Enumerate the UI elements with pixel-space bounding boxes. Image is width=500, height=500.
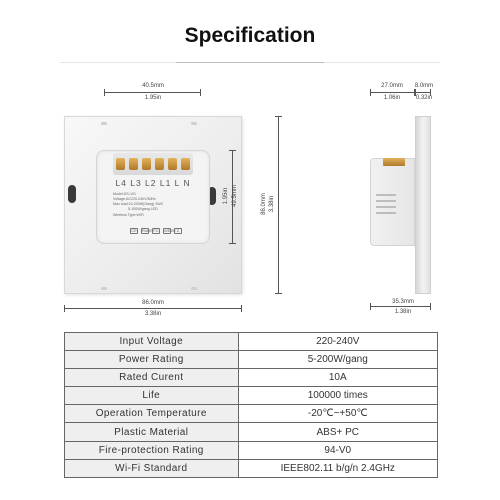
terminal (116, 158, 125, 170)
module-line: Max load:10-200W(Gang) 3WC (113, 202, 164, 206)
panel-height-mm: 86.0mm (261, 193, 267, 215)
module-line: Model:DS-101 (113, 192, 136, 196)
spec-value: 94-V0 (237, 440, 439, 460)
rohs-icon: RoHS (141, 228, 153, 234)
screw-slot-left (68, 185, 76, 203)
panel-hole (101, 287, 107, 290)
table-row: Input Voltage 220-240V (64, 331, 439, 352)
terminal (168, 158, 177, 170)
spec-key: Plastic Material (64, 422, 239, 442)
module-line: 5-100W/gang LED (128, 207, 158, 211)
side-depth-dimension-line (370, 89, 415, 96)
table-row: Operation Temperature -20℃~+50℃ (64, 404, 439, 424)
spec-key: Input Voltage (64, 331, 239, 352)
table-row: Wi-Fi Standard IEEE802.11 b/g/n 2.4GHz (64, 458, 439, 478)
side-plate-dimension-line (415, 89, 431, 96)
panel-height-in: 3.38in (269, 195, 275, 213)
fc-icon: FC (152, 228, 160, 234)
side-total-in: 1.38in (394, 309, 412, 315)
panel-width-in: 3.38in (144, 311, 162, 317)
module-line: Wireless Type:WiFi (113, 213, 144, 217)
panel-width-dimension-line (64, 305, 242, 312)
spec-key: Rated Curent (64, 368, 239, 388)
spec-key: Operation Temperature (64, 404, 239, 424)
spec-key: Wi-Fi Standard (64, 458, 239, 478)
side-vent (376, 206, 396, 208)
weee-icon: WEEE (163, 228, 176, 234)
title-rule (176, 62, 324, 63)
module-height-dimension-line (229, 150, 236, 244)
page-title: Specification (184, 24, 316, 47)
spec-value: 10A (237, 368, 439, 388)
spec-value: ABS+ PC (237, 422, 439, 442)
top-width-dimension-line (104, 89, 201, 96)
panel-hole (191, 122, 197, 125)
side-depth-in: 1.06in (383, 95, 401, 101)
module-height-mm: 49.5mm (232, 185, 238, 207)
ce-icon: CE (130, 228, 138, 234)
module-height-in: 1.95in (223, 187, 229, 205)
spec-value: 220-240V (237, 331, 439, 352)
spec-value: 100000 times (237, 386, 439, 406)
spec-table: Input Voltage 220-240V Power Rating 5-20… (64, 331, 439, 478)
table-row: Plastic Material ABS+ PC (64, 422, 439, 442)
top-width-mm: 40.5mm (142, 83, 164, 89)
z-icon: Z (174, 228, 182, 234)
side-view-plate (415, 116, 431, 294)
side-view-terminal (383, 158, 405, 166)
panel-width-mm: 86.0mm (142, 300, 164, 306)
side-vent (376, 194, 396, 196)
terminal (142, 158, 151, 170)
title-rule-right (324, 62, 440, 63)
side-plate-in: 0.32in (415, 95, 433, 101)
side-total-dimension-line (370, 303, 431, 310)
side-depth-mm: 27.0mm (381, 83, 403, 89)
module-line: Voltage:AC220-240V/50Hz (113, 197, 156, 201)
spec-key: Fire-protection Rating (64, 440, 239, 460)
side-total-mm: 35.3mm (392, 299, 414, 305)
panel-hole (191, 287, 197, 290)
terminal (155, 158, 164, 170)
top-width-in: 1.95in (144, 95, 162, 101)
table-row: Fire-protection Rating 94-V0 (64, 440, 439, 460)
screw-slot-right (208, 187, 216, 205)
spec-value: -20℃~+50℃ (237, 404, 439, 424)
side-plate-mm: 8.0mm (414, 83, 434, 89)
spec-value: IEEE802.11 b/g/n 2.4GHz (237, 458, 439, 478)
table-row: Life 100000 times (64, 386, 439, 406)
terminal-strip (113, 153, 193, 175)
terminal-labels: L4 L3 L2 L1 L N (115, 178, 191, 188)
table-row: Power Rating 5-200W/gang (64, 350, 439, 370)
spec-key: Power Rating (64, 350, 239, 370)
terminal (129, 158, 138, 170)
side-view-body (370, 158, 415, 246)
side-vent (376, 212, 396, 214)
certification-icons: CE RoHS FC WEEE Z (130, 228, 182, 234)
panel-hole (101, 122, 107, 125)
table-row: Rated Curent 10A (64, 368, 439, 388)
spec-key: Life (64, 386, 239, 406)
spec-value: 5-200W/gang (237, 350, 439, 370)
terminal (181, 158, 190, 170)
title-rule-left (60, 62, 176, 63)
side-vent (376, 200, 396, 202)
panel-height-dimension-line (275, 116, 282, 294)
